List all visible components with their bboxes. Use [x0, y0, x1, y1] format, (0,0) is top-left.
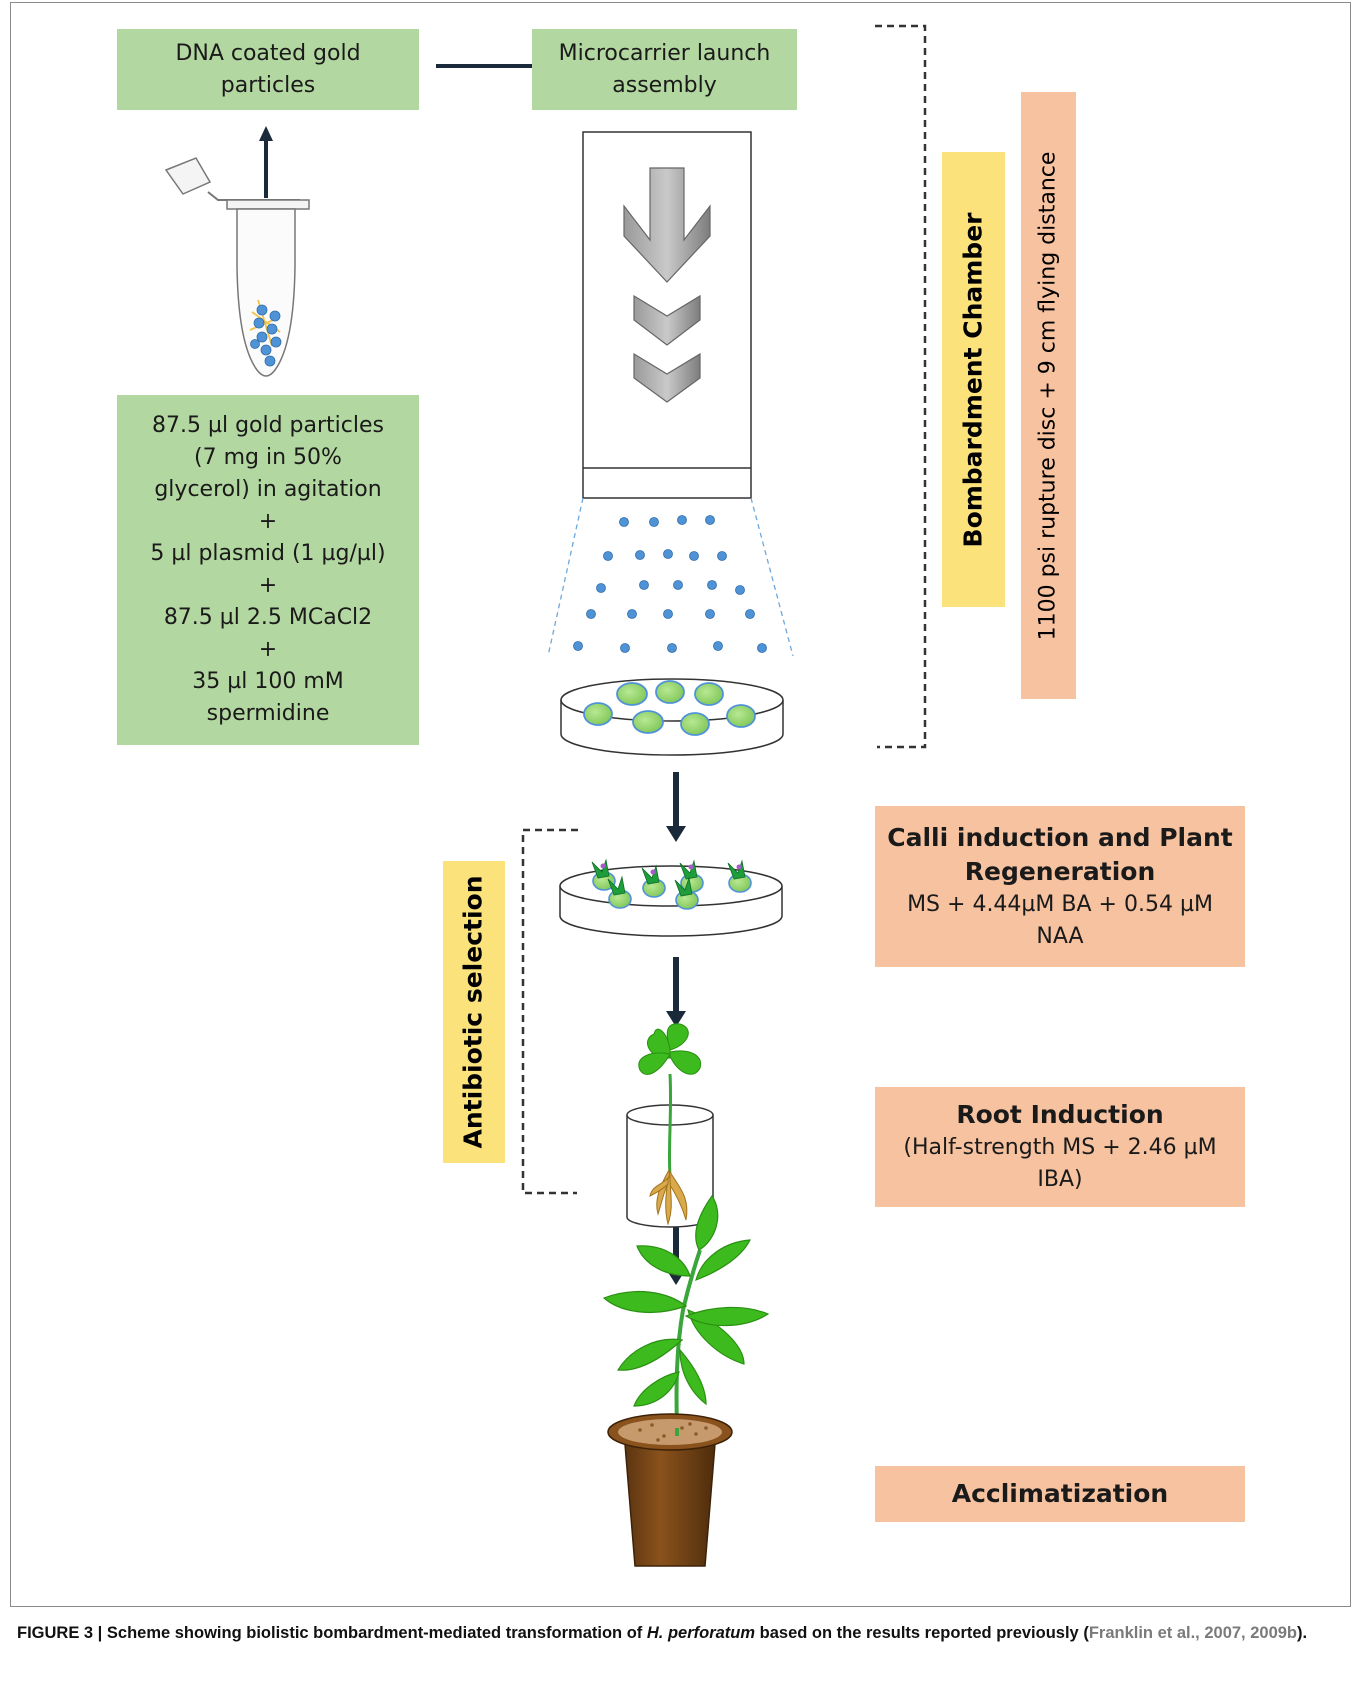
- arrow-down-1: [666, 772, 686, 842]
- recipe-line: 87.5 µl gold particles: [151, 413, 384, 438]
- bombardment-chamber-label: Bombardment Chamber: [942, 152, 1005, 607]
- calli-title-line-2: Regeneration: [964, 856, 1156, 886]
- root-detail-line-2: IBA): [1037, 1167, 1083, 1192]
- microcarrier-line-2: assembly: [612, 72, 717, 98]
- dna-coated-line-1: DNA coated gold: [175, 40, 361, 66]
- root-induction-box: Root Induction (Half-strength MS + 2.46 …: [875, 1087, 1245, 1207]
- dna-coated-line-2: particles: [220, 72, 316, 98]
- figure-caption: FIGURE 3 | Scheme showing biolistic bomb…: [17, 1622, 1337, 1645]
- recipe-line: (7 mg in 50%: [194, 445, 342, 470]
- recipe-line: +: [258, 509, 278, 534]
- antibiotic-selection-text: Antibiotic selection: [459, 875, 488, 1149]
- caption-closing: ).: [1297, 1624, 1308, 1642]
- acclimatization-text: Acclimatization: [951, 1479, 1169, 1508]
- calli-title-line-1: Calli induction and Plant: [887, 822, 1233, 852]
- gene-gun-chamber-icon: [547, 131, 794, 657]
- recipe-line: 35 µl 100 mM: [192, 669, 344, 694]
- caption-reference-link[interactable]: Franklin et al., 2007, 2009b: [1088, 1624, 1298, 1642]
- petri-dish-icon: [560, 678, 784, 756]
- rupture-disc-text: 1100 psi rupture disc + 9 cm flying dist…: [1035, 151, 1061, 640]
- dna-coated-particles-box: DNA coated gold particles: [117, 29, 419, 110]
- plantlet-jar-icon: [626, 1023, 714, 1228]
- calli-detail-line-2: NAA: [1036, 923, 1084, 949]
- bombardment-chamber-text: Bombardment Chamber: [958, 212, 988, 547]
- recipe-line: 87.5 µl 2.5 MCaCl2: [163, 605, 373, 630]
- caption-text-2: based on the results reported previously…: [755, 1624, 1089, 1642]
- figure-frame: [10, 2, 1351, 1607]
- recipe-box: 87.5 µl gold particles (7 mg in 50% glyc…: [117, 395, 419, 745]
- arrow-tube-to-dna: [259, 126, 273, 198]
- arrow-down-2: [666, 957, 686, 1027]
- recipe-line: spermidine: [206, 701, 330, 726]
- calli-detail-line-1: MS + 4.44µM BA + 0.54 µM: [907, 891, 1213, 917]
- caption-species: H. perforatum: [646, 1624, 756, 1642]
- recipe-line: 5 µl plasmid (1 µg/µl): [150, 541, 386, 566]
- microcarrier-line-1: Microcarrier launch: [558, 40, 771, 66]
- root-title: Root Induction: [956, 1100, 1164, 1129]
- microcarrier-box: Microcarrier launch assembly: [532, 29, 797, 110]
- root-detail-line-1: (Half-strength MS + 2.46 µM: [903, 1135, 1217, 1160]
- bombardment-bracket: [875, 24, 927, 749]
- antibiotic-bracket: [521, 828, 578, 1195]
- rupture-disc-label: 1100 psi rupture disc + 9 cm flying dist…: [1021, 92, 1076, 699]
- callus-dish-icon: [559, 858, 783, 937]
- recipe-line: +: [258, 637, 278, 662]
- recipe-line: +: [258, 573, 278, 598]
- microcentrifuge-tube-icon: [164, 157, 310, 377]
- antibiotic-selection-label: Antibiotic selection: [443, 861, 505, 1163]
- caption-text-1: Scheme showing biolistic bombardment-med…: [106, 1624, 647, 1642]
- recipe-line: glycerol) in agitation: [154, 477, 382, 502]
- calli-induction-box: Calli induction and Plant Regeneration M…: [875, 806, 1245, 967]
- potted-plant-icon: [602, 1194, 770, 1567]
- acclimatization-box: Acclimatization: [875, 1466, 1245, 1522]
- caption-label: FIGURE 3 |: [17, 1624, 107, 1642]
